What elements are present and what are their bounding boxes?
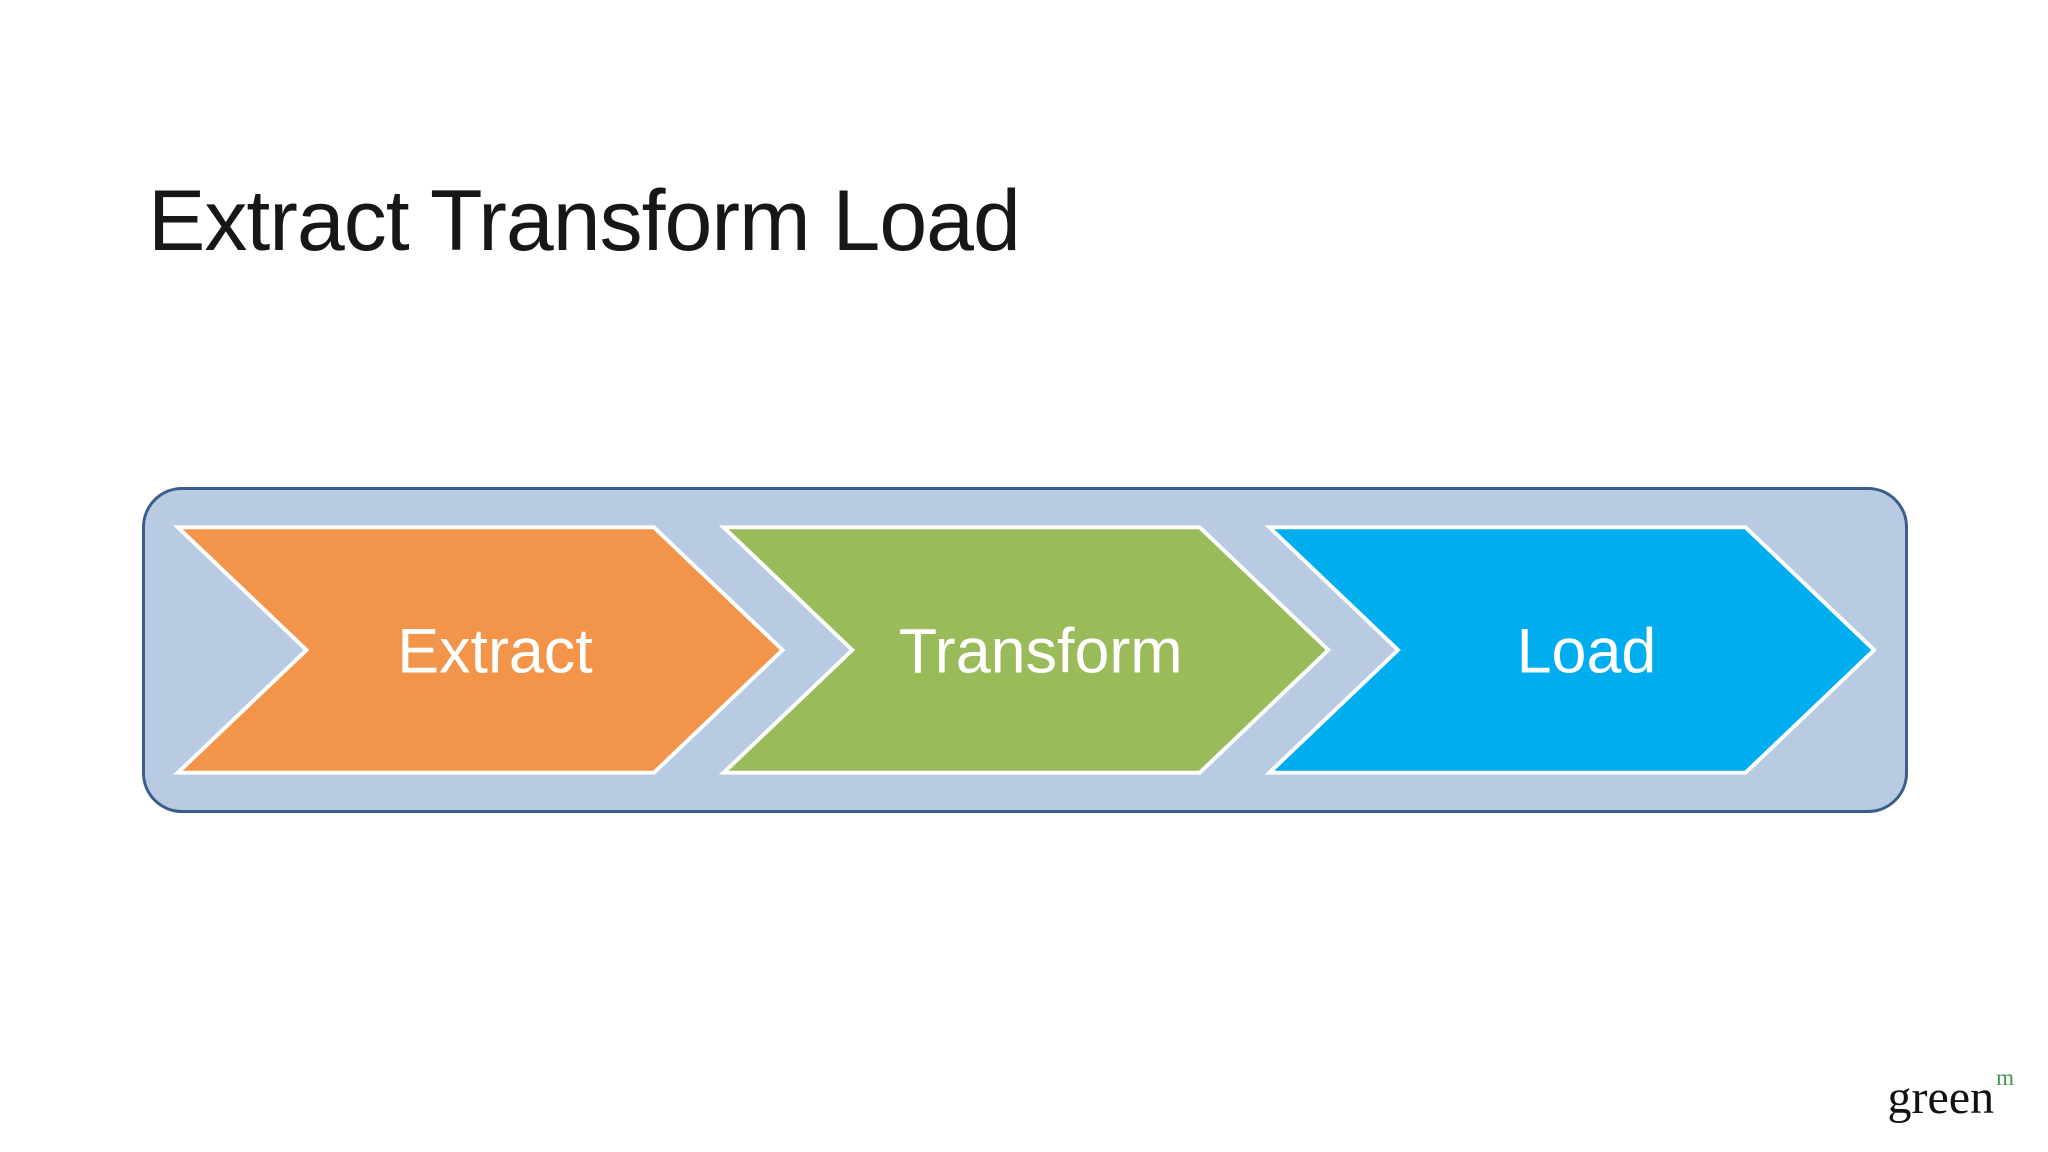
chevron-load	[1264, 525, 1877, 775]
chevron-extract-label: Extract	[397, 617, 592, 687]
slide-title: Extract Transform Load	[148, 172, 1021, 269]
process-diagram-container: Extract Transform Load	[142, 487, 1908, 813]
chevron-load-label: Load	[1517, 617, 1657, 687]
process-diagram: Extract Transform Load	[172, 525, 1877, 775]
brand-logo-superscript: m	[1996, 1065, 2014, 1090]
brand-logo: greenm	[1888, 1066, 2014, 1122]
brand-logo-text: green	[1887, 1071, 1995, 1124]
chevron-extract	[172, 525, 786, 775]
chevron-transform-label: Transform	[899, 617, 1183, 687]
chevron-transform	[718, 525, 1332, 775]
